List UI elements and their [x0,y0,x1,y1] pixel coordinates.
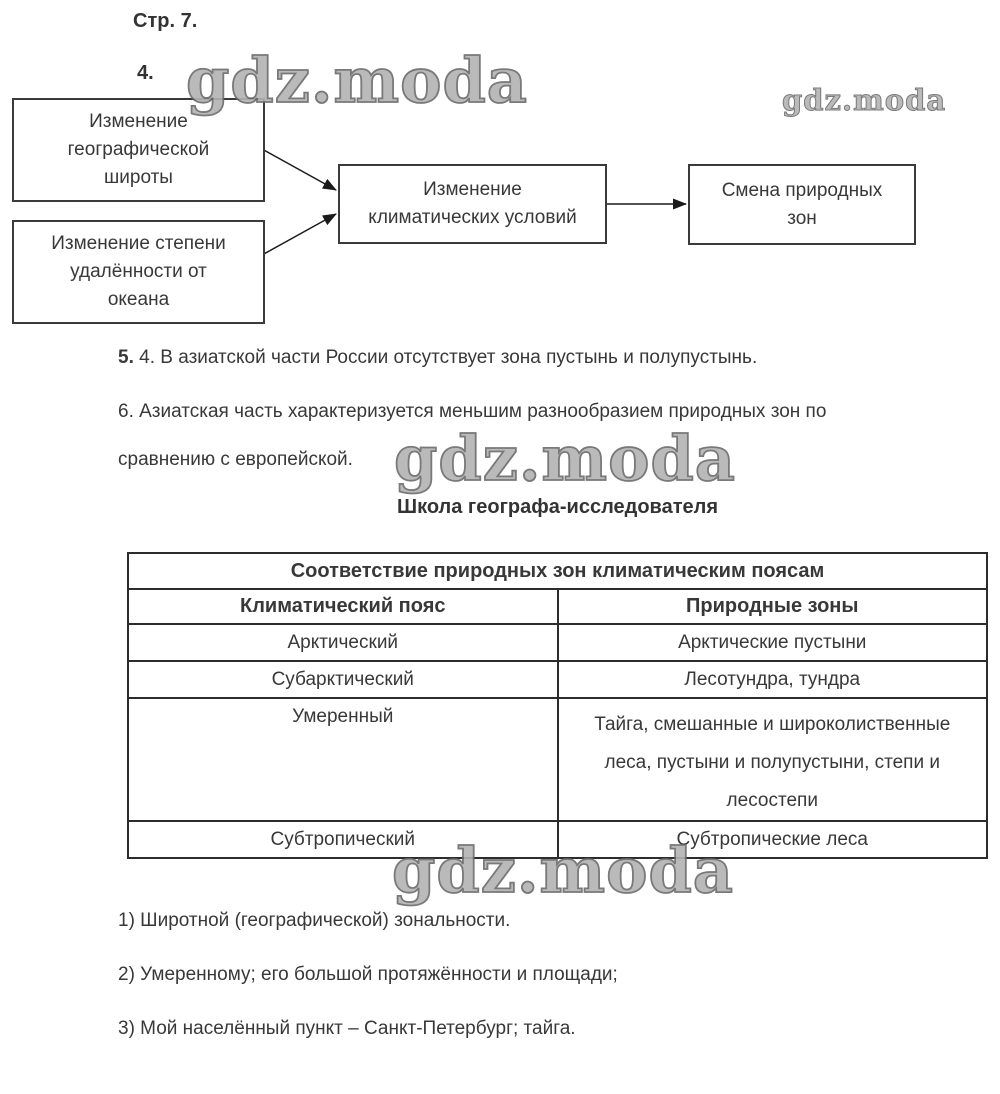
flowchart-box-ocean-label: Изменение степени удалённости от океана [51,233,226,310]
answer-6-line-1: 6. Азиатская часть характеризуется меньш… [118,401,827,422]
cell-zones: Лесотундра, тундра [556,660,988,699]
arrow-ocean-to-climate [261,213,337,256]
table-row: Субтропический Субтропические леса [127,820,988,859]
answer-6-line-2: сравнению с европейской. [118,449,353,470]
table-title: Соответствие природных зон климатическим… [127,552,988,590]
cell-zones: Субтропические леса [556,820,988,859]
flowchart-box-ocean: Изменение степени удалённости от океана [12,220,265,324]
cell-zones: Арктические пустыни [556,623,988,662]
answer-5: 5. 4. В азиатской части России отсутству… [118,347,757,369]
arrow-latitude-to-climate [261,148,337,191]
cell-belt: Арктический [127,623,559,662]
flowchart-box-latitude: Изменение географической широты [12,98,265,202]
answer-5-text: 4. В азиатской части России отсутствует … [133,347,758,368]
table-row: Субарктический Лесотундра, тундра [127,660,988,699]
page-number-label: Стр. 7. [133,10,198,32]
watermark-bottom: gdz.moda [391,834,734,907]
bottom-answer-1: 1) Широтной (географической) зональности… [118,910,511,931]
flowchart-box-zones: Смена природных зон [688,164,916,245]
flowchart-box-climate: Изменение климатических условий [338,164,607,244]
bottom-answer-2: 2) Умеренному; его большой протяжённости… [118,964,618,985]
column-header-climate-belt: Климатический пояс [127,588,559,625]
bottom-answer-3: 3) Мой населённый пункт – Санкт-Петербур… [118,1018,576,1039]
watermark-top: gdz.moda [185,44,528,117]
watermark-top-right: gdz.moda [781,83,947,117]
correspondence-table: Соответствие природных зон климатическим… [127,552,988,859]
table-row: Арктический Арктические пустыни [127,623,988,662]
table-header-row: Климатический пояс Природные зоны [127,588,988,625]
table-title-row: Соответствие природных зон климатическим… [127,552,988,590]
flowchart-box-climate-label: Изменение климатических условий [368,179,577,228]
table-row: Умеренный Тайга, смешанные и широколиств… [127,697,988,822]
cell-belt: Субарктический [127,660,559,699]
cell-belt: Субтропический [127,820,559,859]
cell-zones-text: Тайга, смешанные и широколиственные леса… [594,714,951,811]
section-heading: Школа географа-исследователя [396,496,719,518]
cell-zones: Тайга, смешанные и широколиственные леса… [556,697,988,822]
answer-5-number: 5. [118,347,134,368]
task-4-label: 4. [137,62,154,84]
cell-belt: Умеренный [127,697,559,822]
watermark-middle: gdz.moda [393,422,736,495]
flowchart-box-latitude-label: Изменение географической широты [67,111,210,188]
column-header-natural-zones: Природные зоны [556,588,988,625]
flowchart-box-zones-label: Смена природных зон [721,179,883,229]
